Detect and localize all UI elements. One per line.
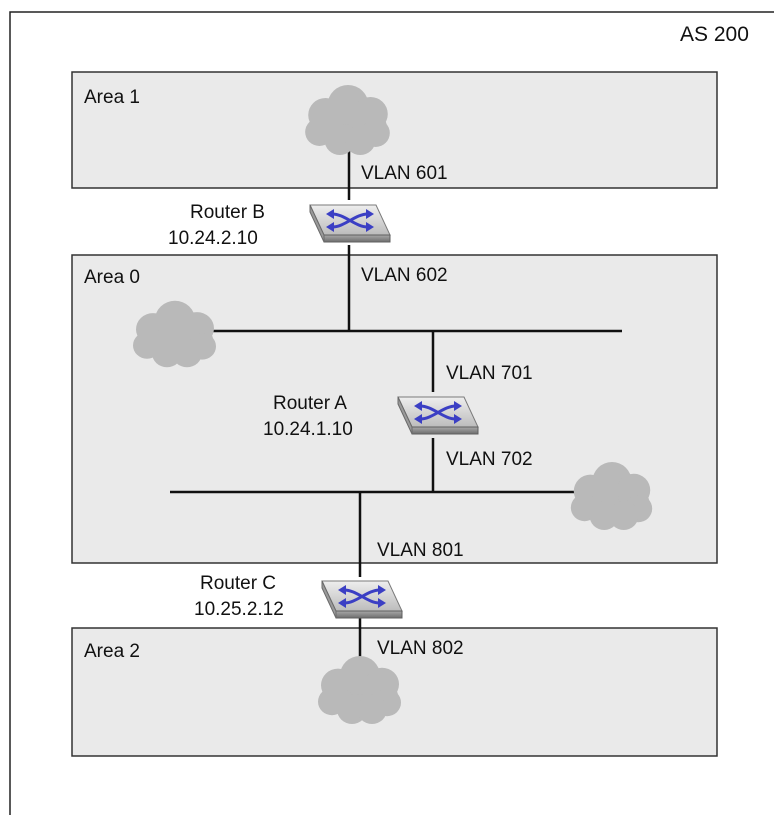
router-a-ip: 10.24.1.10 [263, 419, 353, 440]
router-a-name: Router A [273, 393, 347, 414]
vlan-801-label: VLAN 801 [377, 540, 464, 561]
router-b-icon [308, 203, 392, 244]
area-1-label: Area 1 [84, 87, 140, 108]
router-c-icon [320, 579, 404, 620]
area-2-label: Area 2 [84, 641, 140, 662]
router-c-ip: 10.25.2.12 [194, 599, 284, 620]
area-1-box [71, 71, 718, 189]
vlan-701-label: VLAN 701 [446, 363, 533, 384]
as-label: AS 200 [680, 23, 749, 46]
vlan-802-label: VLAN 802 [377, 638, 464, 659]
vlan-602-label: VLAN 602 [361, 265, 448, 286]
router-a-icon [396, 395, 480, 436]
area-0-label: Area 0 [84, 267, 140, 288]
router-b-name: Router B [190, 202, 265, 223]
router-b-ip: 10.24.2.10 [168, 228, 258, 249]
vlan-601-label: VLAN 601 [361, 163, 448, 184]
router-c-name: Router C [200, 573, 277, 594]
as-boundary [9, 11, 774, 815]
vlan-702-label: VLAN 702 [446, 449, 533, 470]
